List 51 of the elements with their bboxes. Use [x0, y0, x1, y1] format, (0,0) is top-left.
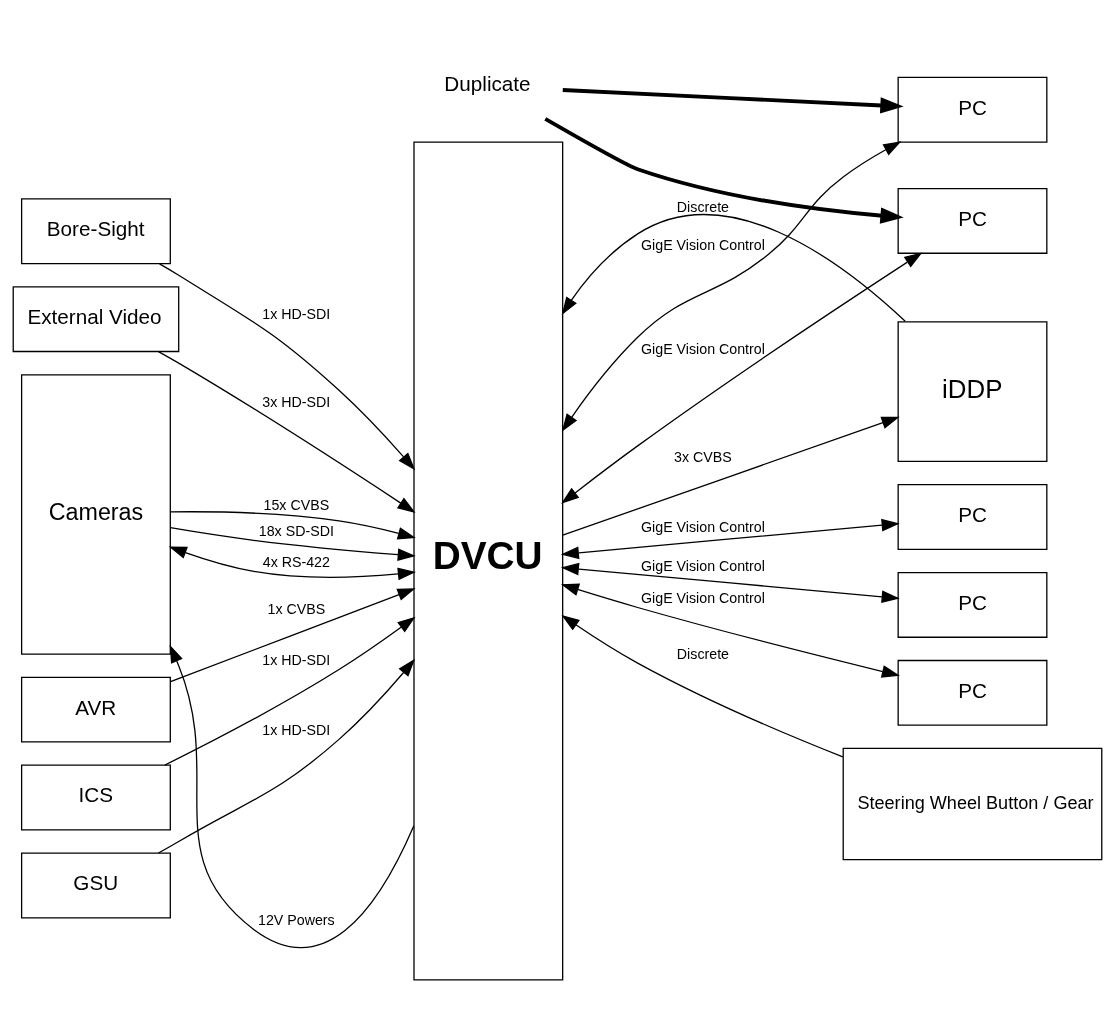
- edge-label: 3x HD-SDI: [262, 393, 331, 410]
- arrow: [170, 511, 416, 540]
- arrow: [560, 583, 900, 678]
- arrow: [168, 546, 416, 581]
- node-box: PC: [897, 571, 1048, 638]
- node-box: ICS: [21, 764, 171, 831]
- arrow: [164, 616, 416, 766]
- edge-label: Discrete: [676, 645, 730, 662]
- node-box: Bore-Sight: [21, 198, 171, 265]
- edge-label: 1x HD-SDI: [262, 305, 331, 322]
- arrow: [169, 527, 416, 561]
- arrow: [158, 263, 416, 471]
- edge-label: 1x HD-SDI: [262, 722, 331, 739]
- node-box: PC: [897, 187, 1048, 254]
- node-box: External Video: [12, 286, 180, 353]
- node-box: PC: [897, 76, 1048, 143]
- node-box: iDDP: [897, 321, 1048, 463]
- edge-label: 18x SD-SDI: [258, 523, 334, 540]
- arrow: [544, 117, 904, 224]
- edge-label: 15x CVBS: [263, 497, 330, 514]
- edge-label: 1x CVBS: [267, 600, 326, 617]
- node-box: GSU: [21, 852, 171, 919]
- node-box: AVR: [21, 676, 171, 743]
- arrow: [562, 88, 904, 114]
- edge-label: GigE Vision Control: [641, 340, 765, 357]
- edge-label: 3x CVBS: [674, 449, 732, 466]
- edge-label: 12V Powers: [258, 912, 335, 929]
- arrow: [561, 252, 923, 504]
- arrow: [560, 562, 900, 604]
- arrow: [561, 141, 902, 432]
- node-text: Duplicate: [444, 72, 531, 96]
- arrow: [560, 518, 900, 560]
- arrow: [157, 658, 416, 854]
- edge-label: Discrete: [676, 198, 730, 215]
- node-box: Steering Wheel Button / Gear: [842, 747, 1103, 861]
- edge-label: 1x HD-SDI: [262, 652, 331, 669]
- arrow: [561, 213, 906, 322]
- arrow: [562, 416, 900, 536]
- arrow: [169, 644, 415, 949]
- arrow: [157, 350, 416, 513]
- node-box: PC: [897, 659, 1048, 726]
- arrow: [561, 614, 844, 758]
- node-box: Cameras: [21, 374, 171, 655]
- edge-label: GigE Vision Control: [641, 237, 765, 254]
- node-box: PC: [897, 484, 1048, 550]
- edge-label: 4x RS-422: [262, 554, 330, 571]
- edge-label: GigE Vision Control: [641, 519, 765, 536]
- node-box: DVCU: [413, 141, 564, 981]
- edge-label: GigE Vision Control: [641, 590, 765, 607]
- edge-label: GigE Vision Control: [641, 558, 765, 575]
- arrow: [169, 588, 416, 683]
